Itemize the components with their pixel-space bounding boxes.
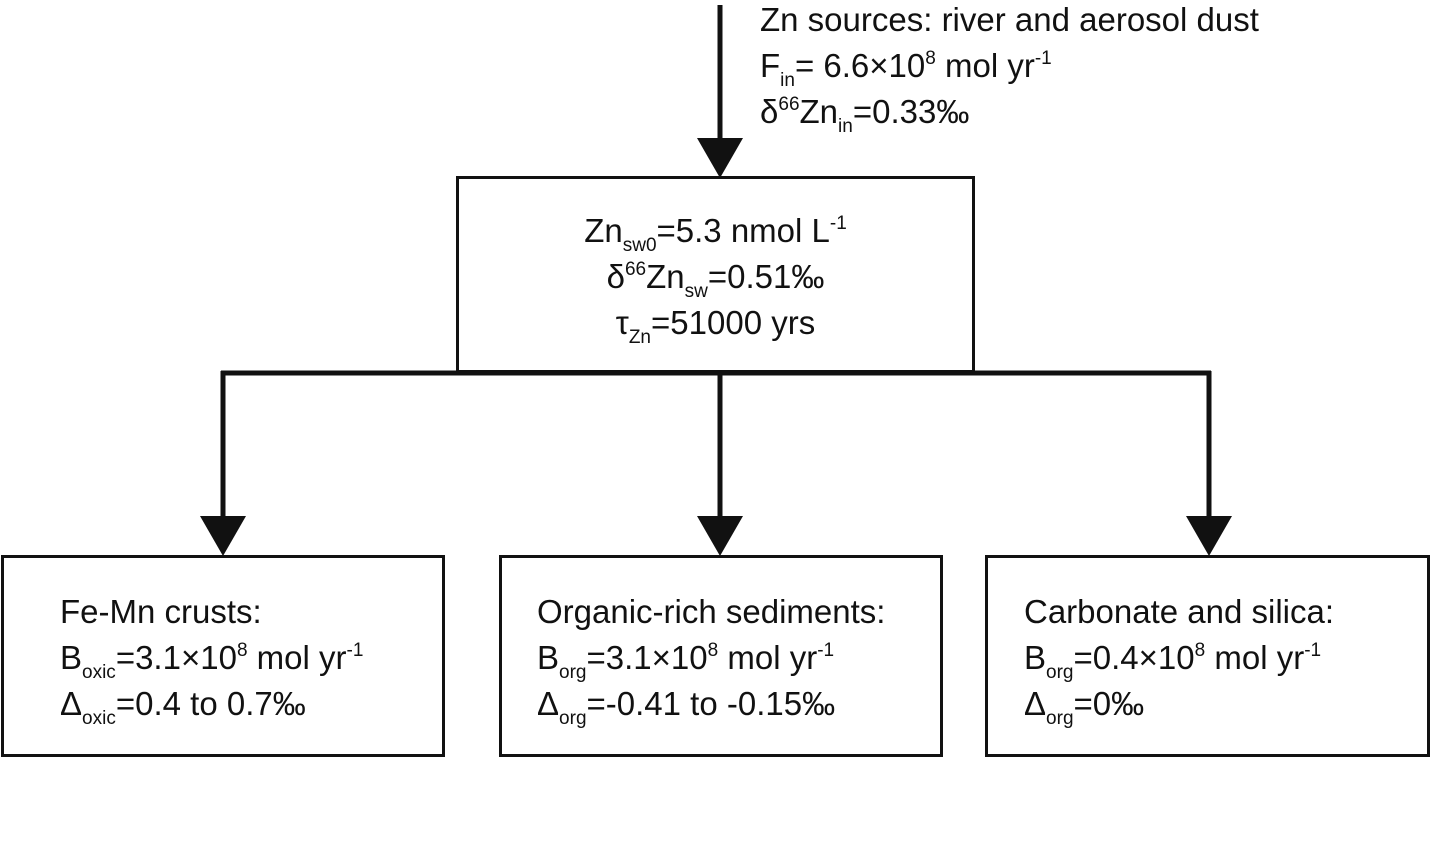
sink-flux: Borg=3.1×108 mol yr-1: [537, 639, 835, 683]
sink-title: Organic-rich sediments:: [537, 593, 886, 630]
seawater-reservoir-box: [456, 176, 975, 373]
sink-flux: Borg=0.4×108 mol yr-1: [1024, 639, 1322, 683]
source-label: Zn sources: river and aerosol dust Fin= …: [760, 0, 1259, 137]
arrow-head-left: [200, 516, 246, 556]
sink-box-organic: [499, 555, 943, 757]
source-isotope: δ66Znin=0.33‰: [760, 93, 970, 137]
sink-box-carbonate: [985, 555, 1430, 757]
sink-label-carbonate: Carbonate and silica: Borg=0.4×108 mol y…: [1024, 589, 1335, 729]
sink-title: Fe-Mn crusts:: [60, 593, 262, 630]
source-title: Zn sources: river and aerosol dust: [760, 1, 1259, 38]
sink-title: Carbonate and silica:: [1024, 593, 1335, 630]
source-flux: Fin= 6.6×108 mol yr-1: [760, 47, 1052, 91]
arrow-head-right: [1186, 516, 1232, 556]
reservoir-isotope: δ66Znsw=0.51‰: [606, 258, 825, 302]
sink-flux: Boxic=3.1×108 mol yr-1: [60, 639, 364, 683]
sink-label-fe-mn: Fe-Mn crusts: Boxic=3.1×108 mol yr-1 Δox…: [60, 589, 364, 729]
reservoir-concentration: Znsw0=5.3 nmol L-1: [584, 212, 847, 256]
input-arrow-head: [697, 138, 743, 178]
sink-fractionation: Δoxic=0.4 to 0.7‰: [60, 685, 306, 729]
sink-label-organic: Organic-rich sediments: Borg=3.1×108 mol…: [537, 589, 886, 729]
sink-box-fe-mn: [1, 555, 445, 757]
sink-fractionation: Δorg=0‰: [1024, 685, 1145, 729]
arrow-head-middle: [697, 516, 743, 556]
reservoir-label: Znsw0=5.3 nmol L-1 δ66Znsw=0.51‰ τZn=510…: [456, 208, 975, 348]
reservoir-residence-time: τZn=51000 yrs: [615, 304, 816, 348]
sink-fractionation: Δorg=-0.41 to -0.15‰: [537, 685, 836, 729]
